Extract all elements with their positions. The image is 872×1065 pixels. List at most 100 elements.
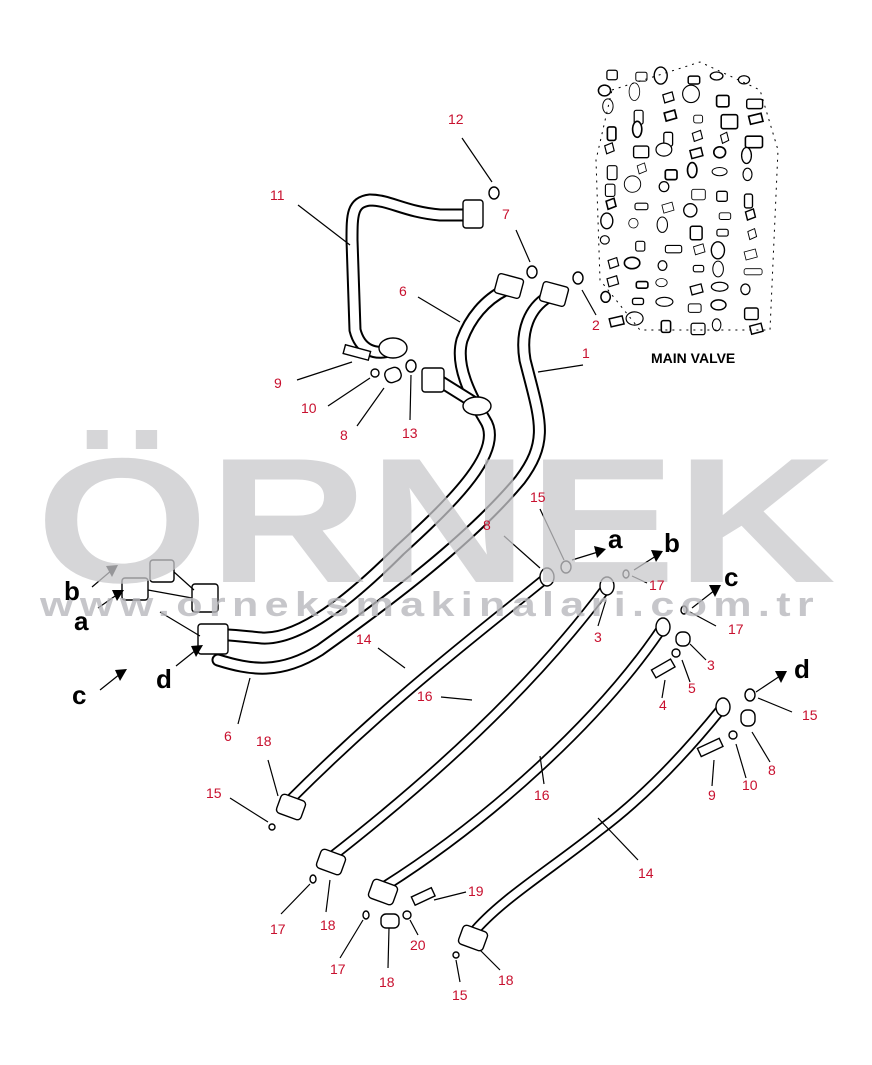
callout-5: 5 [688, 680, 696, 696]
valve-detail [623, 256, 641, 270]
pipe-6-flange-top [493, 272, 525, 300]
valve-detail [688, 146, 704, 160]
valve-detail [747, 112, 764, 126]
callout-14-a: 14 [356, 631, 372, 647]
oring-17a [622, 569, 630, 579]
valve-detail [635, 240, 646, 252]
valve-detail [744, 208, 757, 221]
pipe-tee [462, 396, 492, 416]
hose-16-left [324, 582, 612, 864]
valve-detail [625, 311, 644, 326]
valve-detail [693, 114, 704, 124]
valve-detail [657, 260, 668, 272]
oring-17b [680, 605, 688, 615]
washer-10-lower [728, 730, 738, 740]
valve-detail [661, 201, 675, 214]
callout-6-lower: 6 [224, 728, 232, 744]
letter-b-right: b [664, 528, 680, 558]
valve-detail [711, 166, 728, 177]
letter-a-left: a [74, 606, 89, 636]
callout-17-a: 17 [649, 577, 665, 593]
valve-detail [743, 307, 759, 321]
half-clamp-8-upper [384, 366, 402, 384]
valve-detail [745, 98, 764, 110]
pipe-11-flange-bottom [378, 337, 408, 359]
valve-detail [686, 161, 698, 179]
callout-9-lower: 9 [708, 787, 716, 803]
hose-14-left [284, 572, 552, 806]
washer-20 [402, 910, 412, 920]
callout-16-a: 16 [417, 688, 433, 704]
oring-15c [268, 823, 276, 831]
oring-2 [572, 271, 584, 285]
valve-detail [742, 167, 753, 182]
watermark-text: ÖRNEK [36, 421, 836, 620]
pipe-6-upper [198, 283, 512, 645]
hose-end-flange-18a [275, 793, 307, 821]
callout-18-a: 18 [256, 733, 272, 749]
valve-detail [663, 109, 678, 123]
oring-12 [488, 186, 500, 200]
valve-detail [712, 260, 724, 278]
valve-detail [709, 71, 724, 81]
fitting-left-2 [149, 559, 175, 583]
valve-detail [634, 202, 649, 211]
callout-15-c: 15 [206, 785, 222, 801]
valve-detail [607, 256, 620, 270]
valve-detail [716, 228, 729, 237]
valve-detail [683, 203, 698, 218]
valve-detail [687, 75, 701, 85]
callout-9-upper: 9 [274, 375, 282, 391]
bolt-4 [650, 658, 676, 679]
valve-detail [655, 278, 668, 288]
valve-detail [689, 283, 704, 296]
letter-d-right: d [794, 654, 810, 684]
valve-detail [692, 264, 705, 273]
callout-20: 20 [410, 937, 426, 953]
fitting-left-4 [197, 623, 229, 655]
valve-detail [662, 91, 675, 104]
oring-15d [452, 951, 460, 959]
half-clamp-8-lower [740, 709, 756, 727]
callout-15-a: 15 [530, 489, 546, 505]
valve-detail [692, 243, 706, 256]
callout-4: 4 [659, 697, 667, 713]
valve-detail [740, 283, 751, 296]
callout-6-upper: 6 [399, 283, 407, 299]
connection-letters: a b c d b a c d [64, 524, 810, 710]
oring-13 [405, 359, 417, 373]
valve-detail [740, 146, 753, 165]
valve-detail [689, 225, 703, 241]
valve-detail [744, 135, 764, 149]
callout-3-b: 3 [707, 657, 715, 673]
valve-detail [743, 268, 763, 276]
callout-3-a: 3 [594, 629, 602, 645]
valve-detail [600, 290, 612, 304]
callout-16-b: 16 [534, 787, 550, 803]
valve-detail [606, 69, 618, 81]
hose-end-flange-18c [367, 878, 399, 906]
oring-17d [362, 910, 370, 920]
valve-detail [606, 126, 617, 142]
oring-15b [744, 688, 756, 702]
oring-7 [526, 265, 538, 279]
callout-2: 2 [592, 317, 600, 333]
hose-end-top-2 [599, 576, 615, 596]
valve-detail [715, 94, 730, 108]
watermark-url: www.orneksmakinalari.com.tr [39, 586, 820, 624]
valve-detail [718, 212, 732, 220]
direction-arrows [91, 546, 787, 693]
callout-19: 19 [468, 883, 484, 899]
hose-end-top-3 [655, 617, 671, 637]
callout-8-upper: 8 [340, 427, 348, 443]
valve-detail [631, 297, 645, 306]
valve-detail [656, 216, 669, 233]
valve-detail [691, 188, 706, 201]
letter-b-left: b [64, 576, 80, 606]
valve-detail [719, 131, 730, 145]
callout-18-b: 18 [320, 917, 336, 933]
callout-8-mid: 8 [483, 517, 491, 533]
valve-detail [632, 145, 650, 159]
valve-detail [691, 129, 704, 143]
